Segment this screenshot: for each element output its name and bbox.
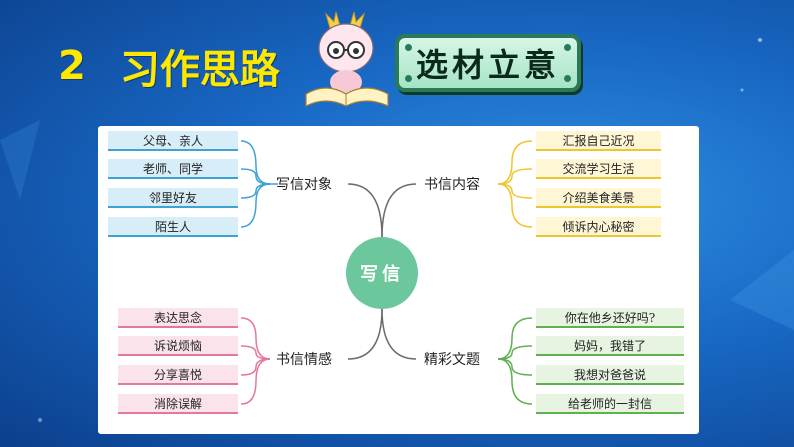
connector-target <box>347 183 383 238</box>
leaf-topics-4: 给老师的一封信 <box>536 394 684 414</box>
badge-label: 选材立意 <box>415 46 560 84</box>
slide-number: 2 <box>58 43 86 89</box>
branch-target: 写信对象 <box>276 177 332 193</box>
leaf-topics-1: 你在他乡还好吗? <box>536 308 684 328</box>
badge-rivet <box>564 75 571 82</box>
mindmap-canvas: 父母、亲人 老师、同学 邻里好友 陌生人 汇报自己近况 交流学习生活 介绍美食美… <box>98 126 699 434</box>
slide-title: 习作思路 <box>119 47 280 93</box>
leaf-target-2: 老师、同学 <box>108 159 238 179</box>
leaf-emotion-2: 诉说烦恼 <box>118 336 238 356</box>
connector-emotion <box>347 308 383 360</box>
connector-content <box>381 183 417 238</box>
leaf-topics-3: 我想对爸爸说 <box>536 365 684 385</box>
leaf-emotion-4: 消除误解 <box>118 394 238 414</box>
badge-rivet <box>405 44 412 51</box>
mindmap-connectors <box>240 140 533 405</box>
badge-rivet <box>564 44 571 51</box>
leaf-content-3: 介绍美食美景 <box>536 188 661 208</box>
leaf-content-4: 倾诉内心秘密 <box>536 217 661 237</box>
leaf-topics-2: 妈妈，我错了 <box>536 336 684 356</box>
connector-topics <box>381 308 417 360</box>
slide-heading: 2 习作思路 <box>58 36 280 96</box>
leaf-emotion-3: 分享喜悦 <box>118 365 238 385</box>
leaf-target-1: 父母、亲人 <box>108 131 238 151</box>
mascot-reading-icon <box>305 11 389 107</box>
mindmap-center: 写信 <box>346 237 418 309</box>
leaf-target-4: 陌生人 <box>108 217 238 237</box>
leaf-content-1: 汇报自己近况 <box>536 131 661 151</box>
topic-badge: 选材立意 <box>395 34 581 92</box>
leaf-content-2: 交流学习生活 <box>536 159 661 179</box>
branch-content: 书信内容 <box>424 177 480 193</box>
badge-rivet <box>405 75 412 82</box>
leaf-emotion-1: 表达思念 <box>118 308 238 328</box>
branch-topics: 精彩文题 <box>424 352 480 368</box>
leaf-target-3: 邻里好友 <box>108 188 238 208</box>
branch-emotion: 书信情感 <box>276 352 332 368</box>
